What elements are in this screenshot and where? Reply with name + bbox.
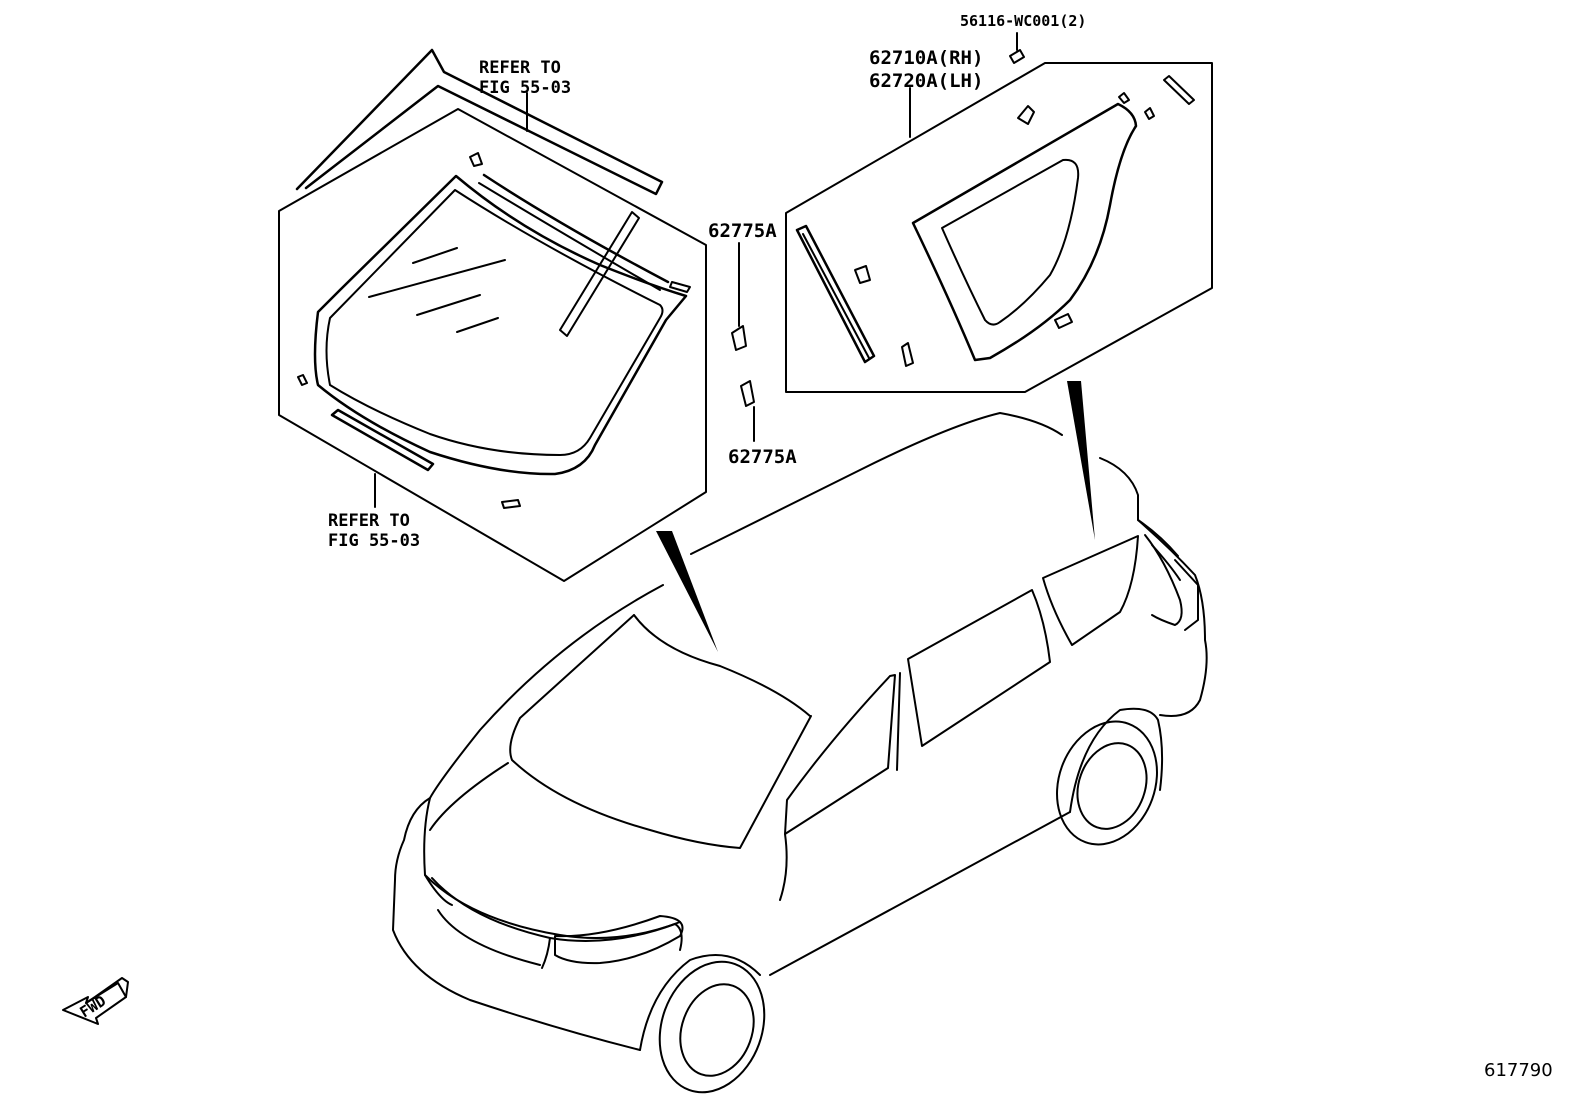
windshield-glass — [313, 174, 688, 476]
retainer-parts — [731, 242, 755, 442]
retainer-clip-upper — [731, 325, 747, 351]
rear-wheel — [1056, 720, 1158, 846]
windshield-upper-molding — [295, 48, 664, 337]
quarter-glass-clip-b — [1118, 92, 1130, 104]
quarter-glass-clip-d — [854, 265, 871, 284]
quarter-glass-clip-f — [1054, 313, 1073, 329]
retainer-upper-label: 62775A — [708, 220, 777, 242]
quarter-glass-rh-label: 62710A(RH) — [869, 47, 983, 69]
figure-number: 617790 — [1484, 1060, 1553, 1081]
windshield-pointer — [656, 531, 718, 652]
quarter-glass — [911, 102, 1138, 362]
quarter-glass-clip-a — [1017, 105, 1035, 125]
vehicle-outline — [392, 412, 1208, 1094]
pillar-garnish — [795, 224, 876, 364]
quarter-glass-top-clip — [1009, 49, 1025, 64]
windshield-panel — [278, 48, 707, 582]
retainer-clip-lower — [740, 380, 755, 407]
quarter-glass-strip — [1163, 75, 1195, 105]
refer-to-label-top-line2: FIG 55-03 — [479, 78, 571, 98]
refer-to-label-bottom-line1: REFER TO — [328, 511, 410, 531]
windshield-clip-bottom — [501, 499, 521, 509]
windshield-lower-molding — [330, 408, 435, 472]
retainer-lower-label: 62775A — [728, 446, 797, 468]
refer-to-label-bottom-line2: FIG 55-03 — [328, 531, 420, 551]
quarter-glass-panel — [785, 32, 1213, 393]
fwd-arrow-icon: FWD — [62, 977, 129, 1025]
refer-to-label-top-line1: REFER TO — [479, 58, 561, 78]
front-wheel — [658, 960, 766, 1094]
quarter-glass-pointer — [1067, 381, 1095, 540]
clip-part-label: 56116-WC001(2) — [960, 12, 1086, 30]
quarter-glass-lh-label: 62720A(LH) — [869, 70, 983, 92]
windshield-clip-left — [297, 374, 308, 386]
quarter-glass-clip-e — [901, 342, 914, 367]
quarter-glass-clip-c — [1144, 107, 1155, 120]
